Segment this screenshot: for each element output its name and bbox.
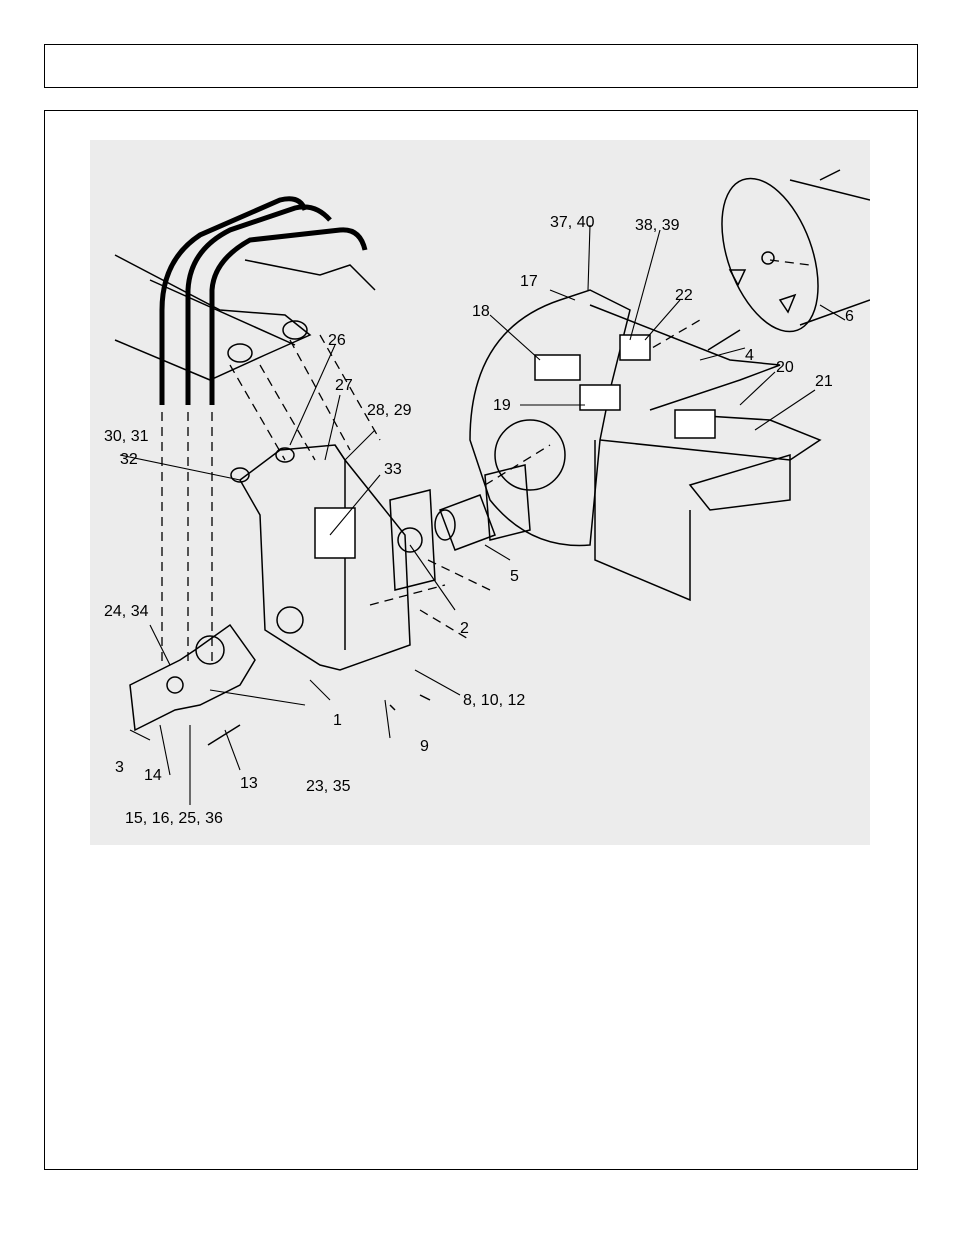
callout-22: 22 (675, 287, 693, 304)
drive-coupling (434, 464, 531, 551)
leader-lines (119, 224, 846, 805)
callout-23-35: 23, 35 (306, 778, 351, 795)
callout-4: 4 (745, 347, 754, 364)
callout-28-29: 28, 29 (367, 402, 412, 419)
rotor-disc (721, 177, 870, 333)
callout-33: 33 (384, 461, 402, 478)
callout-9: 9 (420, 738, 429, 755)
callout-30-31: 30, 31 (104, 428, 149, 445)
diagram-drawing: 1 2 3 4 5 6 8, 10, 12 9 13 14 15, 16, 25… (104, 169, 870, 827)
callout-37-40: 37, 40 (550, 214, 595, 231)
hydraulic-motor (129, 623, 256, 732)
callout-13: 13 (240, 775, 258, 792)
callout-24-34: 24, 34 (104, 603, 149, 620)
callout-21: 21 (815, 373, 833, 390)
callout-38-39: 38, 39 (635, 217, 680, 234)
content-frame (44, 110, 918, 1170)
callout-8-10-12: 8, 10, 12 (463, 692, 525, 709)
callout-14: 14 (144, 767, 162, 784)
callout-18: 18 (472, 303, 490, 320)
callout-1: 1 (333, 712, 342, 729)
bolts (207, 169, 841, 746)
callout-2: 2 (460, 620, 469, 637)
callout-32: 32 (120, 451, 138, 468)
callout-15-16-25-36: 15, 16, 25, 36 (125, 810, 223, 827)
motor-mount (230, 444, 411, 671)
boom-arm (114, 254, 376, 381)
callout-3: 3 (115, 759, 124, 776)
callout-labels: 1 2 3 4 5 6 8, 10, 12 9 13 14 15, 16, 25… (104, 214, 854, 827)
exploded-parts-diagram: 1 2 3 4 5 6 8, 10, 12 9 13 14 15, 16, 25… (90, 140, 870, 845)
callout-26: 26 (328, 332, 346, 349)
cutter-housing (469, 289, 822, 602)
callout-20: 20 (776, 359, 794, 376)
callout-19: 19 (493, 397, 511, 414)
alignment-lines (161, 259, 811, 665)
hydraulic-hoses (159, 196, 368, 405)
callout-17: 17 (520, 273, 538, 290)
callout-27: 27 (335, 377, 353, 394)
gasket-plate (389, 489, 436, 591)
callout-5: 5 (510, 568, 519, 585)
callout-6: 6 (845, 308, 854, 325)
header-box (44, 44, 918, 88)
